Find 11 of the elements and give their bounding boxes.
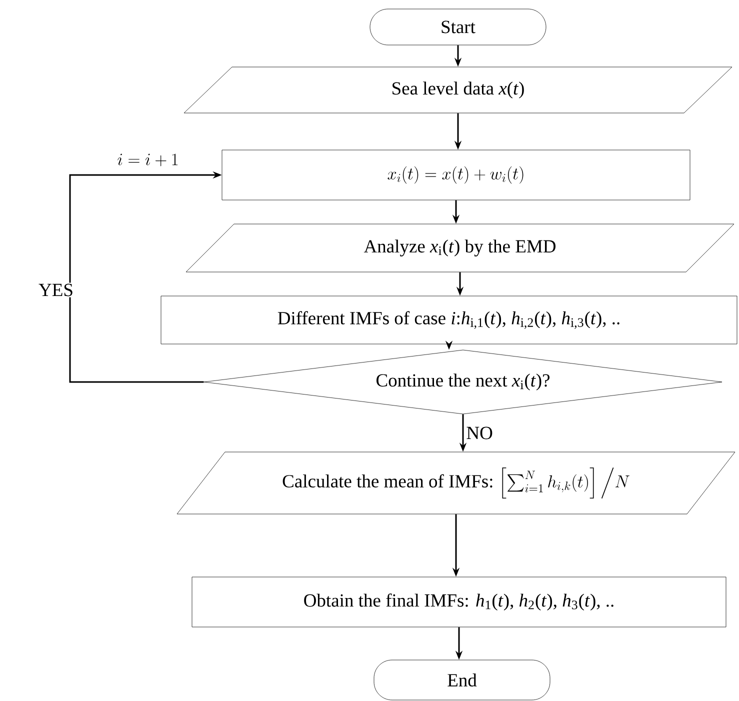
process-box: Obtain the final IMFs: h$_{1}$(t), h$_{2}$(t), h$_{3}$(t), ..	[192, 576, 726, 628]
process-box: $x_i(t) = x(t) + w_i(t)$	[222, 150, 690, 200]
data-parallelogram: Sea level data x(t)	[184, 66, 732, 114]
loop-label: $i = i + 1$	[118, 154, 178, 166]
terminal-box: End	[374, 660, 550, 700]
edge-label: YES	[38, 282, 74, 298]
data-parallelogram: Calculate the mean of IMFs: $\left[\sum_{i=1}^{N} h_{i,k}(t)\right]\Big/N$	[176, 452, 736, 514]
data-parallelogram: Analyze x$_{i}$(t) by the EMD	[186, 224, 734, 272]
terminal-box: Start	[370, 8, 546, 46]
process-box: Different IMFs of case i:h$_{i,1}$(t), h$_{i,2}$(t), h$_{i,3}$(t), ..	[160, 296, 738, 344]
edge-label: NO	[465, 426, 494, 440]
